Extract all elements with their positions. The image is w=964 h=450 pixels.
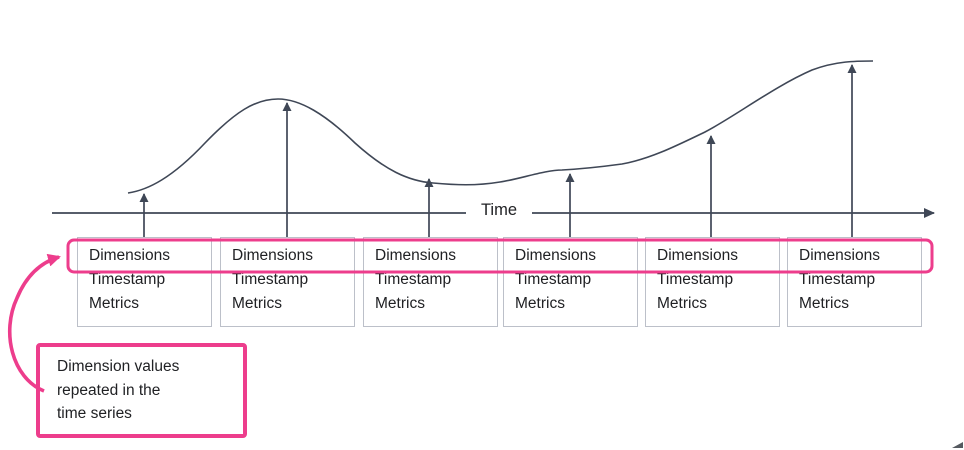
record-field-timestamp: Timestamp [515,271,592,288]
record-box-6: Dimensions Timestamp Metrics [787,237,922,327]
time-axis-label: Time [466,201,532,220]
record-field-metrics: Metrics [515,295,565,312]
record-field-metrics: Metrics [375,295,425,312]
record-field-dimensions: Dimensions [657,247,738,264]
record-field-dimensions: Dimensions [232,247,313,264]
record-field-timestamp: Timestamp [799,271,876,288]
record-box-3: Dimensions Timestamp Metrics [363,237,498,327]
record-field-dimensions: Dimensions [799,247,880,264]
record-field-dimensions: Dimensions [89,247,170,264]
record-field-dimensions: Dimensions [375,247,456,264]
record-box-1: Dimensions Timestamp Metrics [77,237,212,327]
record-field-metrics: Metrics [232,295,282,312]
record-field-metrics: Metrics [799,295,849,312]
callout-line: time series [57,405,132,422]
record-box-4: Dimensions Timestamp Metrics [503,237,638,327]
record-field-timestamp: Timestamp [375,271,452,288]
record-box-2: Dimensions Timestamp Metrics [220,237,355,327]
record-field-timestamp: Timestamp [232,271,309,288]
callout-line: Dimension values [57,358,180,375]
record-field-timestamp: Timestamp [89,271,166,288]
callout-line: repeated in the [57,381,161,399]
corner-artifact [952,442,963,448]
record-field-metrics: Metrics [657,295,707,312]
time-series-curve [127,60,874,194]
callout-note: Dimension values repeated in the time se… [36,343,247,438]
record-field-metrics: Metrics [89,295,139,312]
record-field-timestamp: Timestamp [657,271,734,288]
record-field-dimensions: Dimensions [515,247,596,264]
record-box-5: Dimensions Timestamp Metrics [645,237,780,327]
